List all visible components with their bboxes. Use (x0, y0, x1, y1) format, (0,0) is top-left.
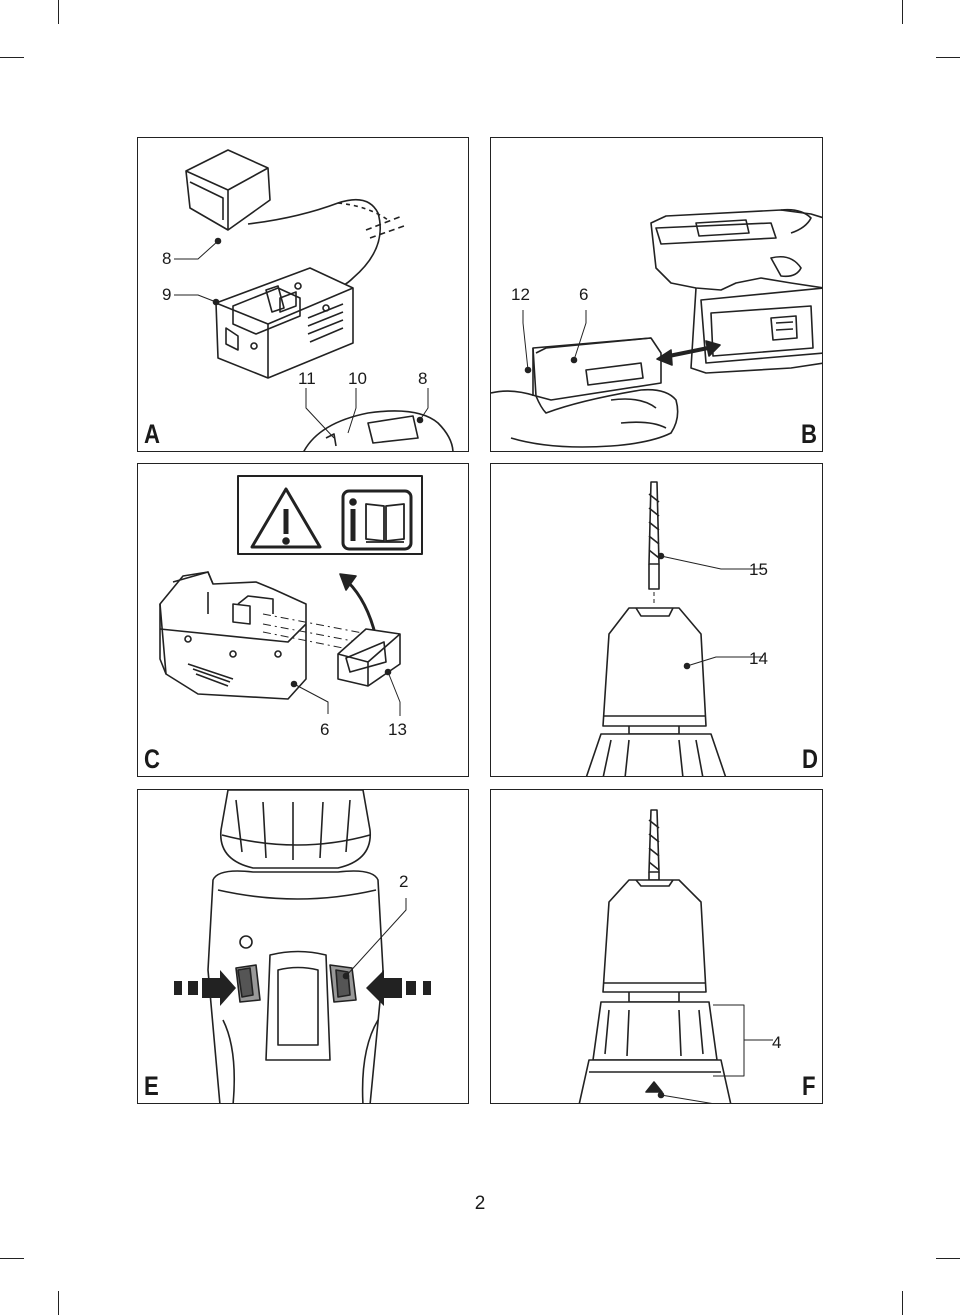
warning-triangle-icon (250, 487, 322, 549)
crop-mark (902, 1291, 903, 1315)
callout-14: 14 (749, 649, 768, 668)
page-number: 2 (474, 1193, 486, 1214)
panel-b: 12 6 B (490, 137, 823, 452)
info-manual-icon (341, 489, 413, 551)
panel-letter-f: F (802, 1071, 816, 1101)
crop-mark (58, 0, 59, 24)
callout-15: 15 (749, 560, 768, 579)
callout-8b: 8 (418, 369, 428, 388)
panel-letter-d: D (802, 744, 818, 774)
panel-letter-a: A (144, 419, 160, 449)
battery-insert-illustration (491, 208, 822, 448)
panel-letter-e: E (144, 1071, 159, 1101)
panel-letter-b: B (801, 419, 817, 449)
callout-12: 12 (511, 285, 530, 304)
callout-8: 8 (162, 249, 172, 268)
callout-13: 13 (388, 720, 407, 739)
double-arrow-icon (656, 340, 721, 366)
charger-illustration (174, 149, 454, 451)
panel-letter-c: C (144, 744, 160, 774)
callout-9: 9 (162, 285, 172, 304)
crop-mark (936, 57, 960, 58)
drill-buttons-illustration (174, 790, 431, 1103)
callout-4: 4 (772, 1033, 782, 1052)
push-button-left (235, 964, 261, 1003)
battery-pack-illustration (159, 475, 423, 716)
crop-mark (0, 1258, 24, 1259)
push-arrow-icon (366, 970, 431, 1006)
panel-e: 2 E (137, 789, 469, 1104)
chuck-bit-illustration (585, 481, 763, 776)
callout-6: 6 (320, 720, 330, 739)
panel-a: 8 9 11 10 8 A (137, 137, 469, 452)
callout-10: 10 (348, 369, 367, 388)
push-button-right (329, 964, 357, 1003)
callout-2: 2 (399, 872, 409, 891)
panel-f: 4 F (490, 789, 823, 1104)
crop-mark (58, 1291, 59, 1315)
crop-mark (902, 0, 903, 24)
crop-mark (936, 1258, 960, 1259)
callout-11: 11 (298, 369, 316, 388)
collar-adjust-illustration (578, 809, 773, 1103)
callout-6: 6 (579, 285, 589, 304)
push-arrow-icon (174, 970, 236, 1006)
crop-mark (0, 57, 24, 58)
panel-d: 15 14 D (490, 463, 823, 777)
panel-c: 6 13 C (137, 463, 469, 777)
